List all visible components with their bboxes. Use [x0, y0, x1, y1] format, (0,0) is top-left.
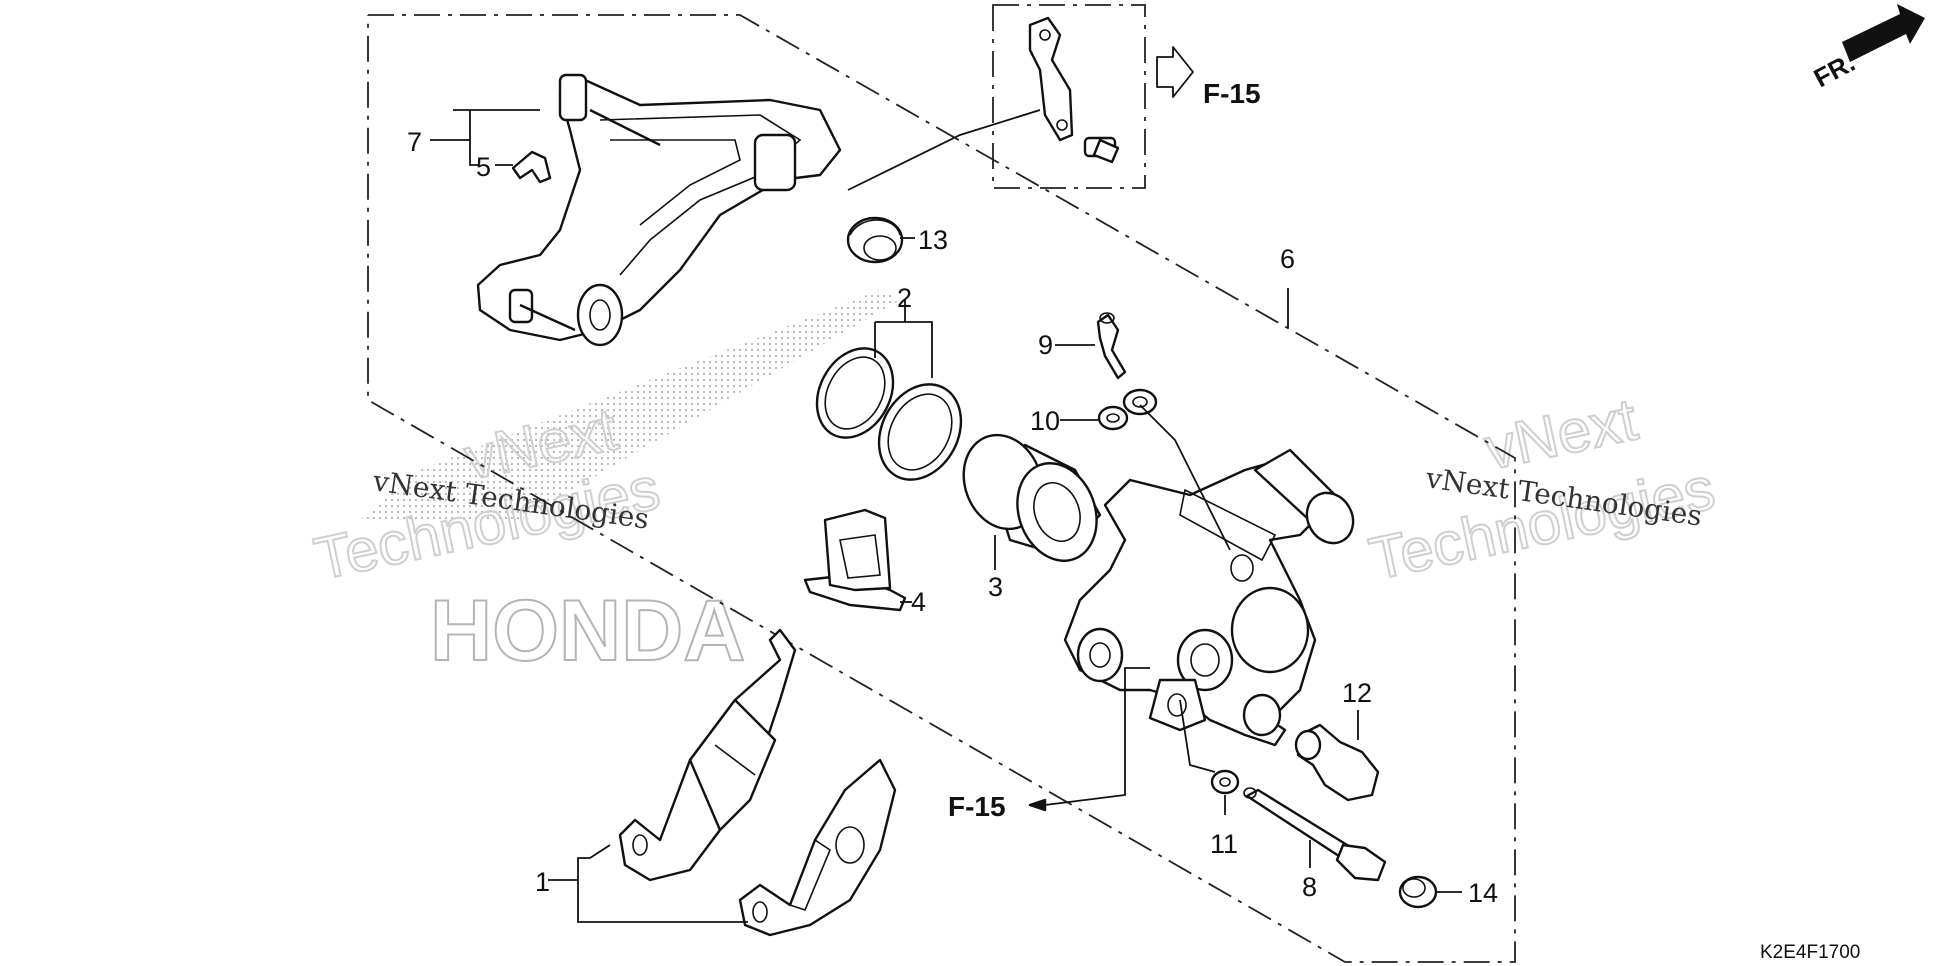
hose-guide-plate — [1028, 16, 1120, 164]
piston-seals — [815, 347, 963, 481]
callout-9: 9 — [1038, 330, 1053, 360]
watermark-right: vNext Technologies vNext Technologies — [1363, 384, 1722, 593]
callout-8: 8 — [1302, 872, 1317, 902]
bleeder-cap — [1097, 388, 1158, 431]
assembly-boundary — [367, 14, 1516, 963]
callout-14: 14 — [1468, 878, 1498, 908]
leader-lines — [430, 46, 1462, 923]
callout-1: 1 — [535, 867, 550, 897]
dotted-beam — [360, 290, 900, 520]
pad-spring — [803, 508, 907, 612]
callout-10: 10 — [1030, 406, 1060, 436]
slide-pin — [1294, 723, 1380, 802]
callout-12: 12 — [1342, 678, 1372, 708]
callout-2: 2 — [897, 283, 912, 313]
callout-13: 13 — [918, 225, 948, 255]
watermark-left: HONDA vNext Technologies vNext Technolog… — [308, 290, 900, 680]
pin-boot — [846, 216, 904, 264]
reference-lower: F-15 — [948, 791, 1006, 822]
watermark-brand: HONDA — [430, 583, 745, 679]
callout-3: 3 — [988, 572, 1003, 602]
callout-5: 5 — [476, 152, 491, 182]
callout-4: 4 — [911, 587, 926, 617]
callout-6: 6 — [1280, 244, 1295, 274]
caliper-body — [1063, 448, 1355, 747]
front-direction-arrow: FR. — [1809, 4, 1925, 93]
diagram-code: K2E4F1700 — [1760, 942, 1860, 963]
watermark-big-1: vNext — [1479, 385, 1643, 482]
callout-7: 7 — [407, 127, 422, 157]
caliper-bracket — [476, 73, 842, 347]
subassembly-boundary — [992, 4, 1146, 189]
callout-11: 11 — [1210, 829, 1238, 859]
pin-bolt — [1243, 787, 1387, 882]
pin-cap — [1398, 875, 1438, 909]
pin-clip — [511, 150, 552, 184]
washer — [1210, 769, 1240, 795]
piston — [962, 433, 1102, 562]
reference-upper: F-15 — [1203, 78, 1261, 109]
brake-pads — [618, 628, 897, 937]
bleeder-screw — [1096, 312, 1127, 380]
